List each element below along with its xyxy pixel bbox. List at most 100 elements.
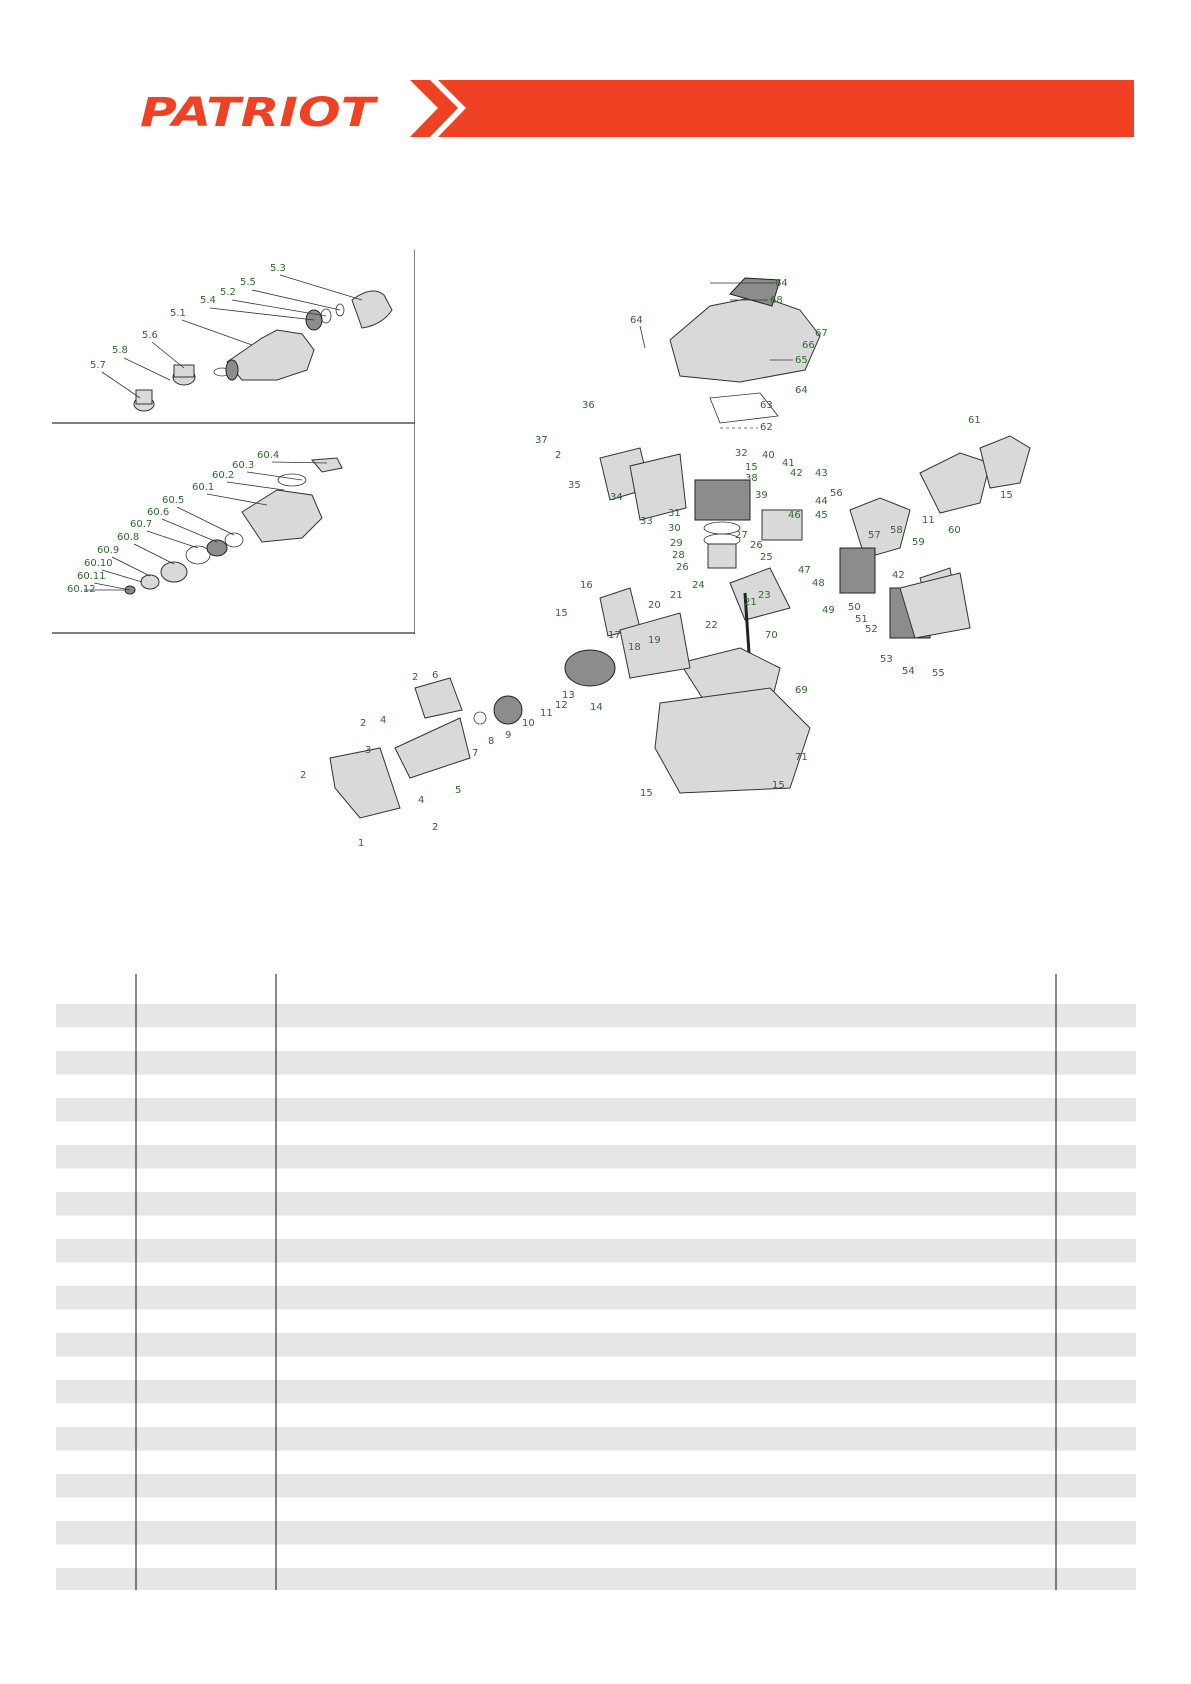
callout-2: 2 <box>300 770 306 781</box>
callout-32: 32 <box>735 448 748 459</box>
starter-callouts: 60.4 60.3 60.2 60.1 60.5 60.6 60.7 60.8 … <box>67 450 328 595</box>
callout-51: 51 <box>855 614 868 625</box>
chevron-icon <box>410 80 458 137</box>
callout-2: 2 <box>412 672 418 683</box>
table-row <box>56 1474 1136 1498</box>
table-row <box>56 1145 1136 1169</box>
callout-3: 3 <box>365 745 371 756</box>
table-row <box>56 1098 1136 1122</box>
callout-60.1: 60.1 <box>192 482 214 493</box>
callout-6: 6 <box>432 670 438 681</box>
brand-logo-text: PATRIOT <box>140 90 378 134</box>
diagram-parts <box>329 277 1031 819</box>
table-row <box>56 1004 1136 1028</box>
inset-panel: 5.3 5.5 5.2 5.4 5.1 5.6 5.8 5.7 60.4 60.… <box>52 250 415 634</box>
callout-13: 13 <box>562 690 575 701</box>
callout-69: 69 <box>795 685 808 696</box>
callout-36: 36 <box>582 400 595 411</box>
callout-60.9: 60.9 <box>97 545 119 556</box>
callout-55: 55 <box>932 668 945 679</box>
callout-58: 58 <box>890 525 903 536</box>
callout-5.2: 5.2 <box>220 287 236 298</box>
callout-1: 1 <box>358 838 364 849</box>
callout-60: 60 <box>948 525 961 536</box>
callout-23: 23 <box>758 590 771 601</box>
callout-60.6: 60.6 <box>147 507 169 518</box>
brand-logo: PATRIOT <box>140 90 378 134</box>
callout-5.1: 5.1 <box>170 308 186 319</box>
callout-47: 47 <box>798 565 811 576</box>
callout-11: 11 <box>540 708 553 719</box>
table-row <box>56 1239 1136 1263</box>
callout-41: 41 <box>782 458 795 469</box>
callout-52: 52 <box>865 624 878 635</box>
callout-64: 64 <box>795 385 808 396</box>
callout-15: 15 <box>555 608 568 619</box>
callout-5.6: 5.6 <box>142 330 158 341</box>
engine-cover-part <box>669 295 821 383</box>
callout-16: 16 <box>580 580 593 591</box>
callout-46: 46 <box>788 510 801 521</box>
callout-34: 34 <box>610 492 623 503</box>
callout-10: 10 <box>522 718 535 729</box>
table-row <box>56 1286 1136 1310</box>
callout-44: 44 <box>815 496 828 507</box>
fuel-tank-part <box>654 687 811 794</box>
callout-5.4: 5.4 <box>200 295 216 306</box>
callout-5.3: 5.3 <box>270 263 286 274</box>
callout-4: 4 <box>380 715 386 726</box>
callout-30: 30 <box>668 523 681 534</box>
callout-2: 2 <box>360 718 366 729</box>
table-row <box>56 1333 1136 1357</box>
callout-54: 54 <box>902 666 915 677</box>
callout-64: 64 <box>630 315 643 326</box>
callout-49: 49 <box>822 605 835 616</box>
callout-40: 40 <box>762 450 775 461</box>
table-row <box>56 1427 1136 1451</box>
callout-60.12: 60.12 <box>67 584 96 595</box>
callout-5.5: 5.5 <box>240 277 256 288</box>
exploded-diagram: 64 68 64 67 66 65 64 63 62 36 37 2 35 34… <box>300 277 1031 849</box>
callout-21: 21 <box>744 597 757 608</box>
callout-15: 15 <box>1000 490 1013 501</box>
callout-59: 59 <box>912 537 925 548</box>
callout-26: 26 <box>676 562 689 573</box>
table-row <box>56 1192 1136 1216</box>
callout-39: 39 <box>755 490 768 501</box>
callout-60.10: 60.10 <box>84 558 113 569</box>
clutch-callouts: 5.3 5.5 5.2 5.4 5.1 5.6 5.8 5.7 <box>90 263 363 399</box>
callout-66: 66 <box>802 340 815 351</box>
table-row <box>56 1051 1136 1075</box>
callout-56: 56 <box>830 488 843 499</box>
callout-4: 4 <box>418 795 424 806</box>
callout-68: 68 <box>770 295 783 306</box>
callout-20: 20 <box>648 600 661 611</box>
callout-31: 31 <box>668 508 681 519</box>
callout-71: 71 <box>795 752 808 763</box>
callout-17: 17 <box>608 630 621 641</box>
table-row <box>56 1521 1136 1545</box>
callout-33: 33 <box>640 516 653 527</box>
callout-15: 15 <box>640 788 653 799</box>
callout-19: 19 <box>648 635 661 646</box>
callout-64: 64 <box>775 278 788 289</box>
callout-43: 43 <box>815 468 828 479</box>
callout-60.2: 60.2 <box>212 470 234 481</box>
callout-5.8: 5.8 <box>112 345 128 356</box>
callout-65: 65 <box>795 355 808 366</box>
callout-12: 12 <box>555 700 568 711</box>
table-row <box>56 1380 1136 1404</box>
callout-14: 14 <box>590 702 603 713</box>
callout-8: 8 <box>488 736 494 747</box>
callout-60.3: 60.3 <box>232 460 254 471</box>
callout-57: 57 <box>868 530 881 541</box>
header-accent-bar <box>410 80 1134 137</box>
callout-5.7: 5.7 <box>90 360 106 371</box>
callout-5: 5 <box>455 785 461 796</box>
table-row <box>56 1568 1136 1590</box>
callout-60.5: 60.5 <box>162 495 184 506</box>
cylinder-part <box>694 479 751 521</box>
callout-53: 53 <box>880 654 893 665</box>
callout-42: 42 <box>892 570 905 581</box>
callout-45: 45 <box>815 510 828 521</box>
